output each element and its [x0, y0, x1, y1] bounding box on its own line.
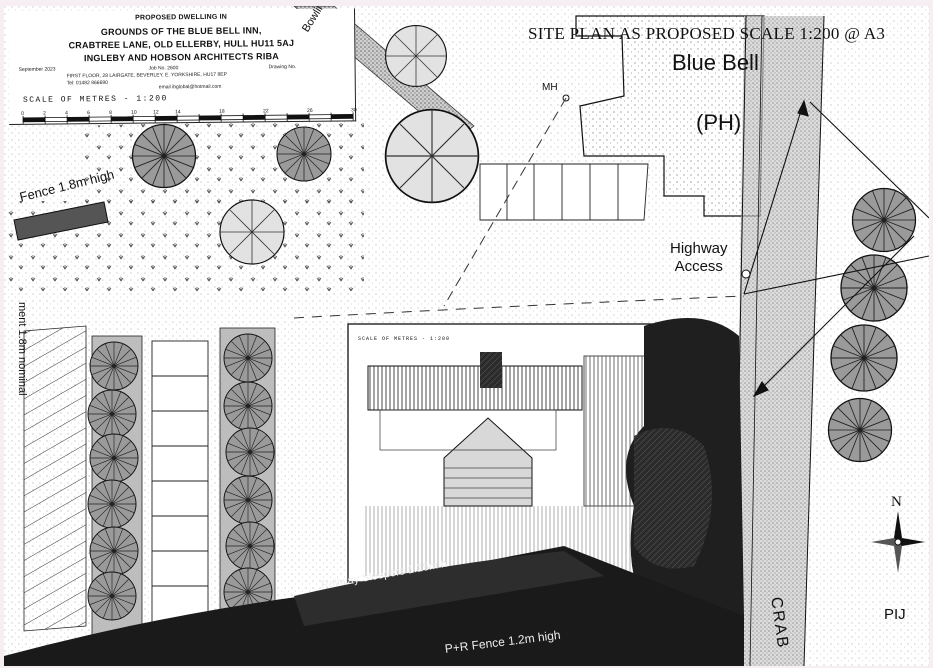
- scale-number: 30: [351, 107, 357, 114]
- title-line-3: CRABTREE LANE, OLD ELLERBY, HULL HU11 5A…: [68, 38, 295, 51]
- scale-of-metres: SCALE OF METRES - 1:200: [22, 94, 168, 105]
- title-address: FIRST FLOOR, 28 LAIRGATE, BEVERLEY, E. Y…: [66, 71, 227, 80]
- shrub-cluster: [634, 428, 712, 569]
- site-plan-sheet: PROPOSED DWELLING IN GROUNDS OF THE BLUE…: [4, 6, 929, 666]
- scale-number: 8: [109, 109, 112, 116]
- highway-label-line2: Access: [674, 258, 723, 275]
- garden-tree-5: [384, 108, 480, 204]
- dwelling-roof-block: [367, 365, 583, 411]
- plan-title: SITE PLAN AS PROPOSED SCALE 1:200 @ A3: [528, 24, 886, 43]
- scale-segment: [199, 115, 222, 121]
- title-drawing-no: Drawing No.: [268, 63, 297, 71]
- scale-number: 22: [263, 108, 269, 115]
- title-date: September 2023: [18, 66, 56, 73]
- scale-number: 6: [87, 110, 90, 117]
- scale-number: 0: [21, 110, 24, 117]
- garden-tree-1: [131, 123, 197, 189]
- highway-access-marker: [741, 269, 751, 279]
- dwelling-rooms: [379, 409, 557, 451]
- scale-number: 12: [153, 109, 159, 116]
- author-initials: PIJ: [884, 606, 906, 623]
- scale-segment: [287, 114, 310, 120]
- boundary-hatch-strip: [23, 325, 87, 632]
- title-block: PROPOSED DWELLING IN GROUNDS OF THE BLUE…: [8, 8, 357, 125]
- highway-label-line1: Highway: [670, 240, 728, 257]
- garden-tree-3: [219, 199, 285, 265]
- title-job-no: Job No. 2600: [148, 65, 179, 72]
- scale-segment: [111, 116, 134, 121]
- scale-number: 18: [219, 108, 225, 115]
- title-line-1: PROPOSED DWELLING IN: [135, 13, 228, 22]
- stair-block: [480, 352, 502, 388]
- parking-bays-top: [479, 163, 649, 221]
- scale-segment: [243, 115, 266, 120]
- site-plan-drawing: [4, 6, 929, 666]
- scale-segment: [155, 116, 178, 121]
- title-tel: Tel: 01482 866690: [66, 79, 108, 87]
- dwelling-gable-hatch: [444, 467, 532, 499]
- fence-top-left: [13, 201, 109, 241]
- scale-number: 26: [307, 107, 313, 114]
- scale-segment: [67, 117, 90, 122]
- inner-scale-label: SCALE OF METRES - 1:200: [358, 336, 451, 342]
- scale-number: 4: [65, 110, 68, 117]
- garden-scribble: [294, 551, 604, 626]
- scale-number: 10: [131, 109, 137, 116]
- scale-segment: [331, 114, 354, 119]
- compass-rose-icon: [871, 511, 925, 573]
- garden-tree-2: [276, 126, 332, 182]
- fence-side-label: ment 1.8m nominal: [16, 302, 28, 396]
- scale-bar: [22, 112, 354, 124]
- title-email: email ibglobal@hotmail.com: [158, 83, 222, 91]
- pub-name-label: Blue Bell: [672, 50, 759, 75]
- scale-number: 2: [43, 110, 46, 117]
- pub-abbrev-label: (PH): [696, 110, 742, 135]
- garden-tree-4: [385, 25, 447, 87]
- visibility-splay: [743, 99, 929, 398]
- parking-bays-left: [151, 340, 209, 632]
- scale-number: 14: [175, 109, 181, 116]
- north-label: N: [891, 494, 902, 510]
- crabtree-lane-road: [734, 16, 824, 666]
- manhole-label: MH: [542, 82, 558, 93]
- title-line-4: INGLEBY AND HOBSON ARCHITECTS RIBA: [83, 51, 280, 64]
- scale-segment: [23, 117, 46, 122]
- site-boundary-dashed: [293, 295, 745, 319]
- highway-access-label: Highway Access: [670, 240, 728, 276]
